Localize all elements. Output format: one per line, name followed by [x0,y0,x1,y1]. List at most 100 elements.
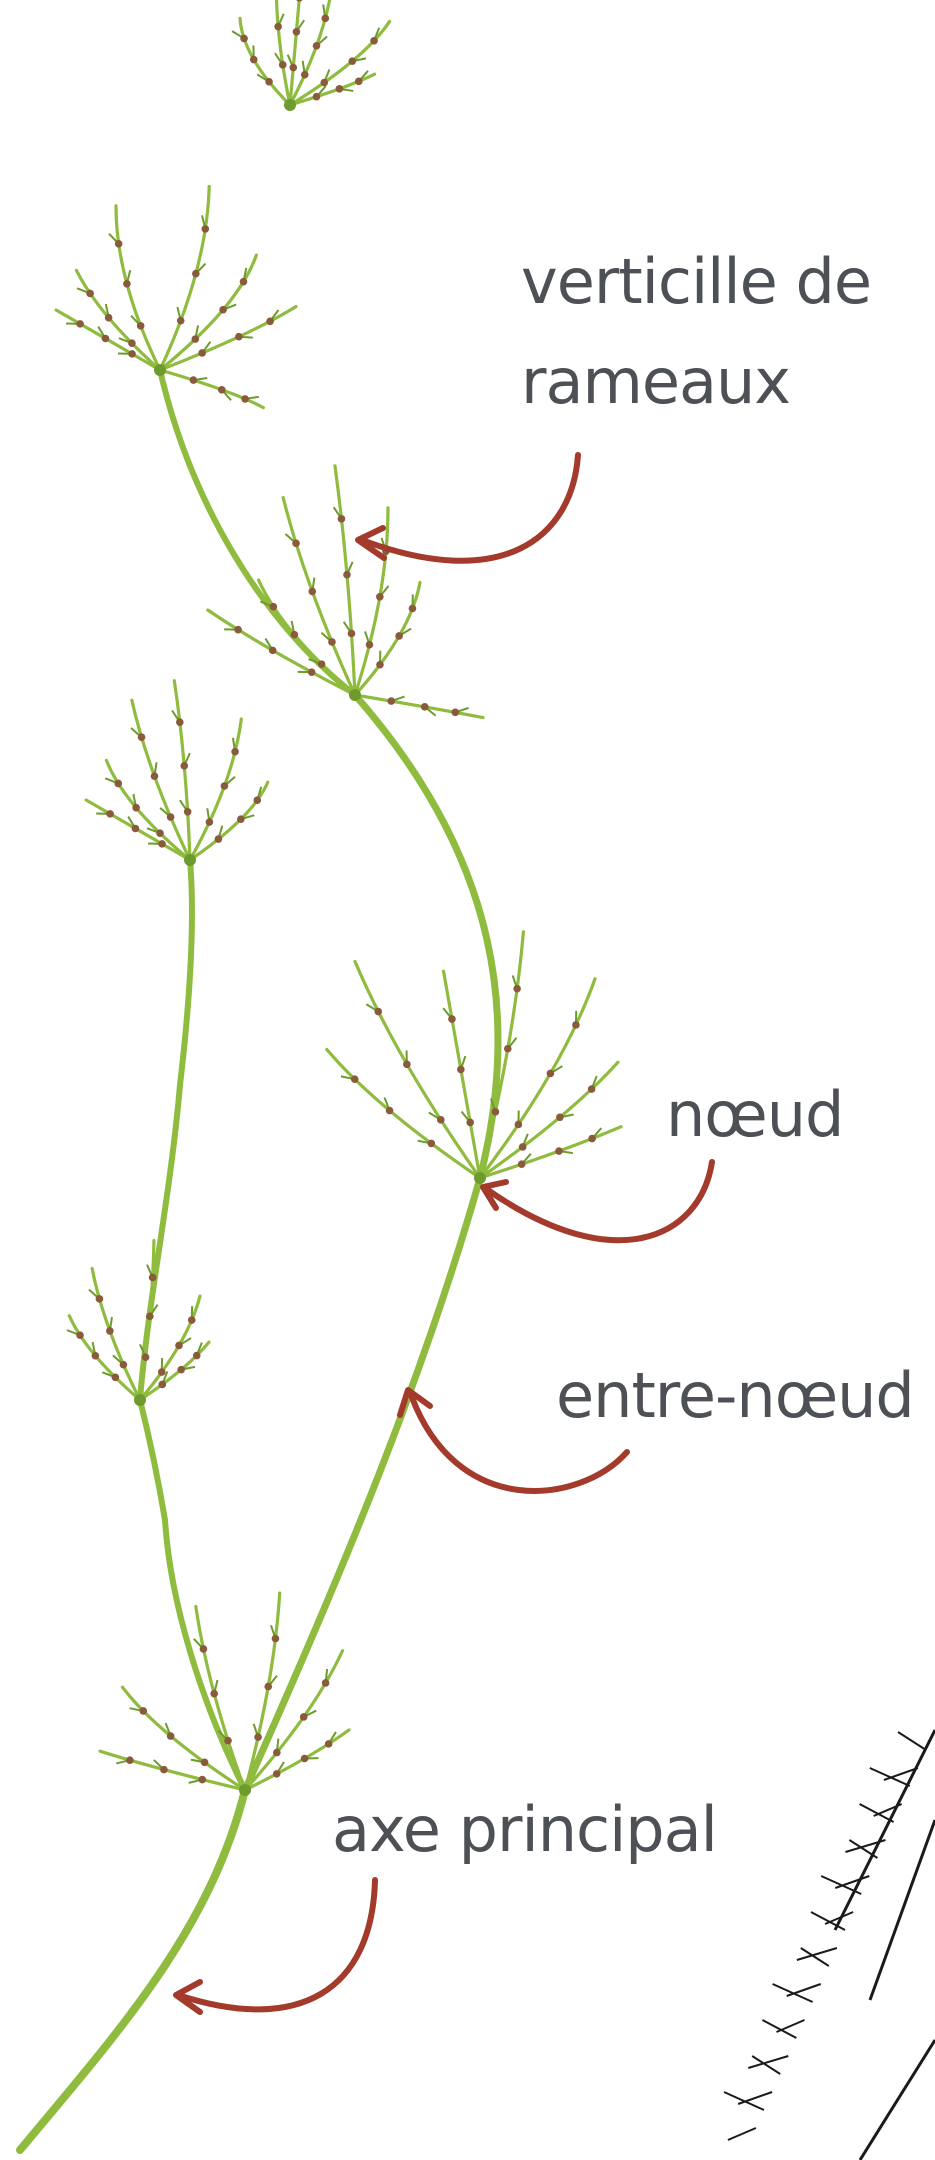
gametangium [188,1316,196,1324]
gametangium [270,603,278,611]
branchlet [290,0,302,105]
node [134,1394,146,1406]
gametangium [395,632,403,640]
gametangium [137,322,145,330]
label-noeud: nœud [666,1065,843,1165]
dark-branchlet [787,1984,821,1996]
dark-branchlet [860,1804,894,1822]
stem-segment [355,695,498,1178]
gametangium [231,748,239,756]
dark-branchlet [724,2092,764,2110]
dark-stem [835,1730,935,1930]
gametangium [120,1361,128,1369]
gametangium [387,697,395,705]
gametangium [218,386,226,394]
branchlet [69,1316,140,1400]
gametangium [313,93,321,101]
gametangium [547,1070,555,1078]
gametangium [292,539,300,547]
gametangium [128,339,136,347]
gametangium [92,1352,100,1360]
branchlet [259,580,355,695]
gametangium [291,631,299,639]
dark-branchlet [738,2092,772,2104]
branchlet [100,1751,245,1790]
gametangium [492,1108,500,1116]
gametangium [123,280,131,288]
label-entre-noeud: entre-nœud [556,1346,914,1446]
gametangium [428,1140,436,1148]
gametangium [114,780,122,788]
label-verticille-de-rameaux: verticille de rameaux [521,232,871,432]
gametangium [437,1116,445,1124]
gametangium [348,630,356,638]
gametangium [519,1143,527,1151]
gametangium [457,1066,465,1074]
gametangium [149,1274,157,1282]
gametangium [328,638,336,646]
gametangium [76,320,84,328]
gametangium [106,1327,114,1335]
branch-whorl [67,1241,209,1406]
gametangium [86,290,94,298]
gametangium [588,1085,596,1093]
gametangium [167,1732,175,1740]
gametangium [177,1366,185,1374]
branchlet [327,1049,480,1178]
gametangium [146,1313,154,1321]
background-plant-silhouette [724,1730,935,2160]
gametangium [320,79,328,87]
gametangium [240,278,248,286]
gametangium [451,709,459,717]
dark-stem [870,1820,935,2000]
stem-segment [160,370,355,695]
gametangium [351,1075,359,1083]
gametangium [513,985,521,993]
dark-branchlet [773,1984,813,2002]
gametangium [96,1295,104,1303]
gametangium [132,825,140,833]
gametangium [403,1061,411,1069]
gametangium [142,1353,150,1361]
branch-whorl [327,932,621,1184]
gametangium [355,78,363,86]
gametangium [325,1740,333,1748]
branch-whorl [56,186,296,407]
gametangium [191,335,199,343]
gametangium [466,1119,474,1127]
arrow-verticille [358,455,578,561]
branch-whorl [100,1593,349,1796]
stem-segment [20,1790,245,2150]
branchlet [355,582,420,695]
gametangium [167,813,175,821]
gametangium [518,1160,526,1168]
gametangium [184,808,192,816]
gametangium [253,796,261,804]
dark-branchlet [870,1768,910,1786]
gametangium [115,240,123,248]
gametangium [448,1015,456,1023]
gametangium [158,1381,166,1389]
gametangium [237,815,245,823]
gametangium [180,762,188,770]
gametangium [274,23,282,31]
gametangium [139,1707,147,1715]
dark-branchlet [835,1876,869,1888]
branchlet [335,466,355,695]
branch-whorl [86,681,268,866]
gametangium [106,810,114,818]
gametangium [76,1331,84,1339]
gametangium [301,1755,309,1763]
dark-branchlet [821,1876,861,1894]
gametangium [201,1759,209,1767]
node [239,1784,251,1796]
gametangium [126,1756,134,1764]
gametangium [199,1776,207,1784]
gametangium [265,78,273,86]
gametangium [224,1737,232,1745]
gametangium [177,317,185,325]
gametangium [193,1352,201,1360]
gametangium [156,829,164,837]
branchlet [76,270,160,370]
gametangium [215,835,223,843]
